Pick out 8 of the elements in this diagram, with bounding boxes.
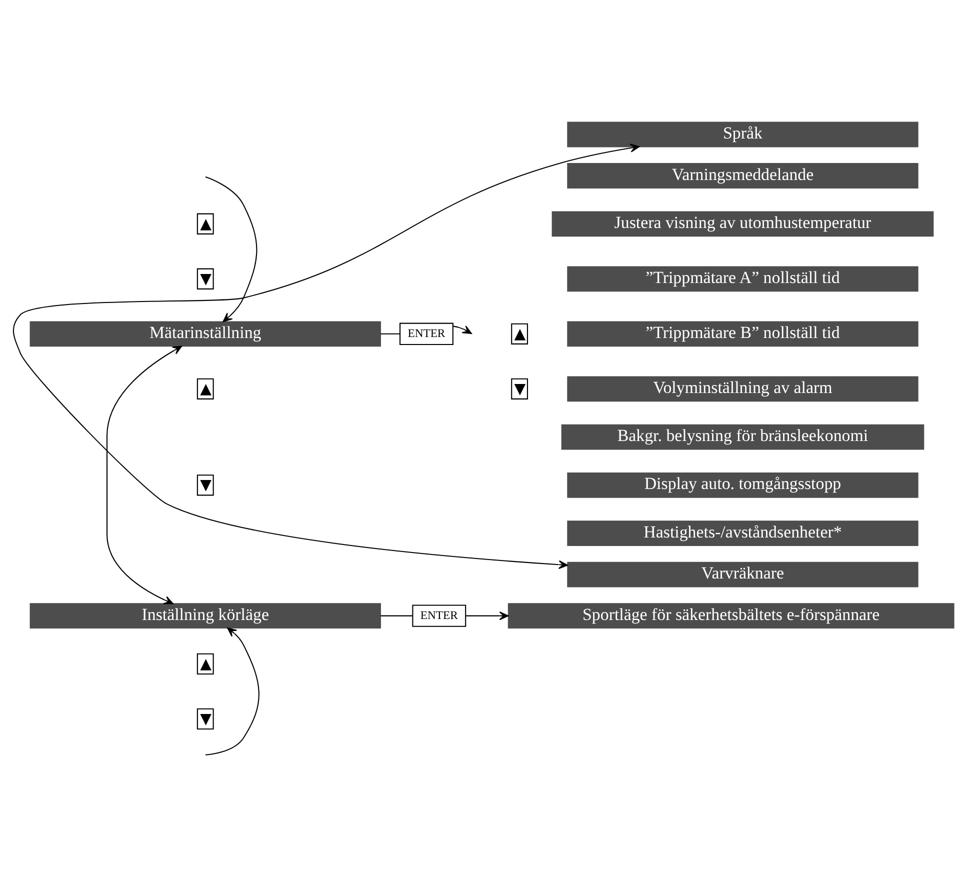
label: ▼	[200, 476, 211, 494]
label: ▲	[200, 380, 211, 397]
label: ▲	[200, 654, 211, 672]
label: ▲	[514, 324, 526, 342]
label: ▲	[200, 214, 211, 232]
label: ▼	[200, 710, 211, 727]
label: ▼	[200, 270, 211, 287]
label: ▼	[514, 380, 526, 397]
